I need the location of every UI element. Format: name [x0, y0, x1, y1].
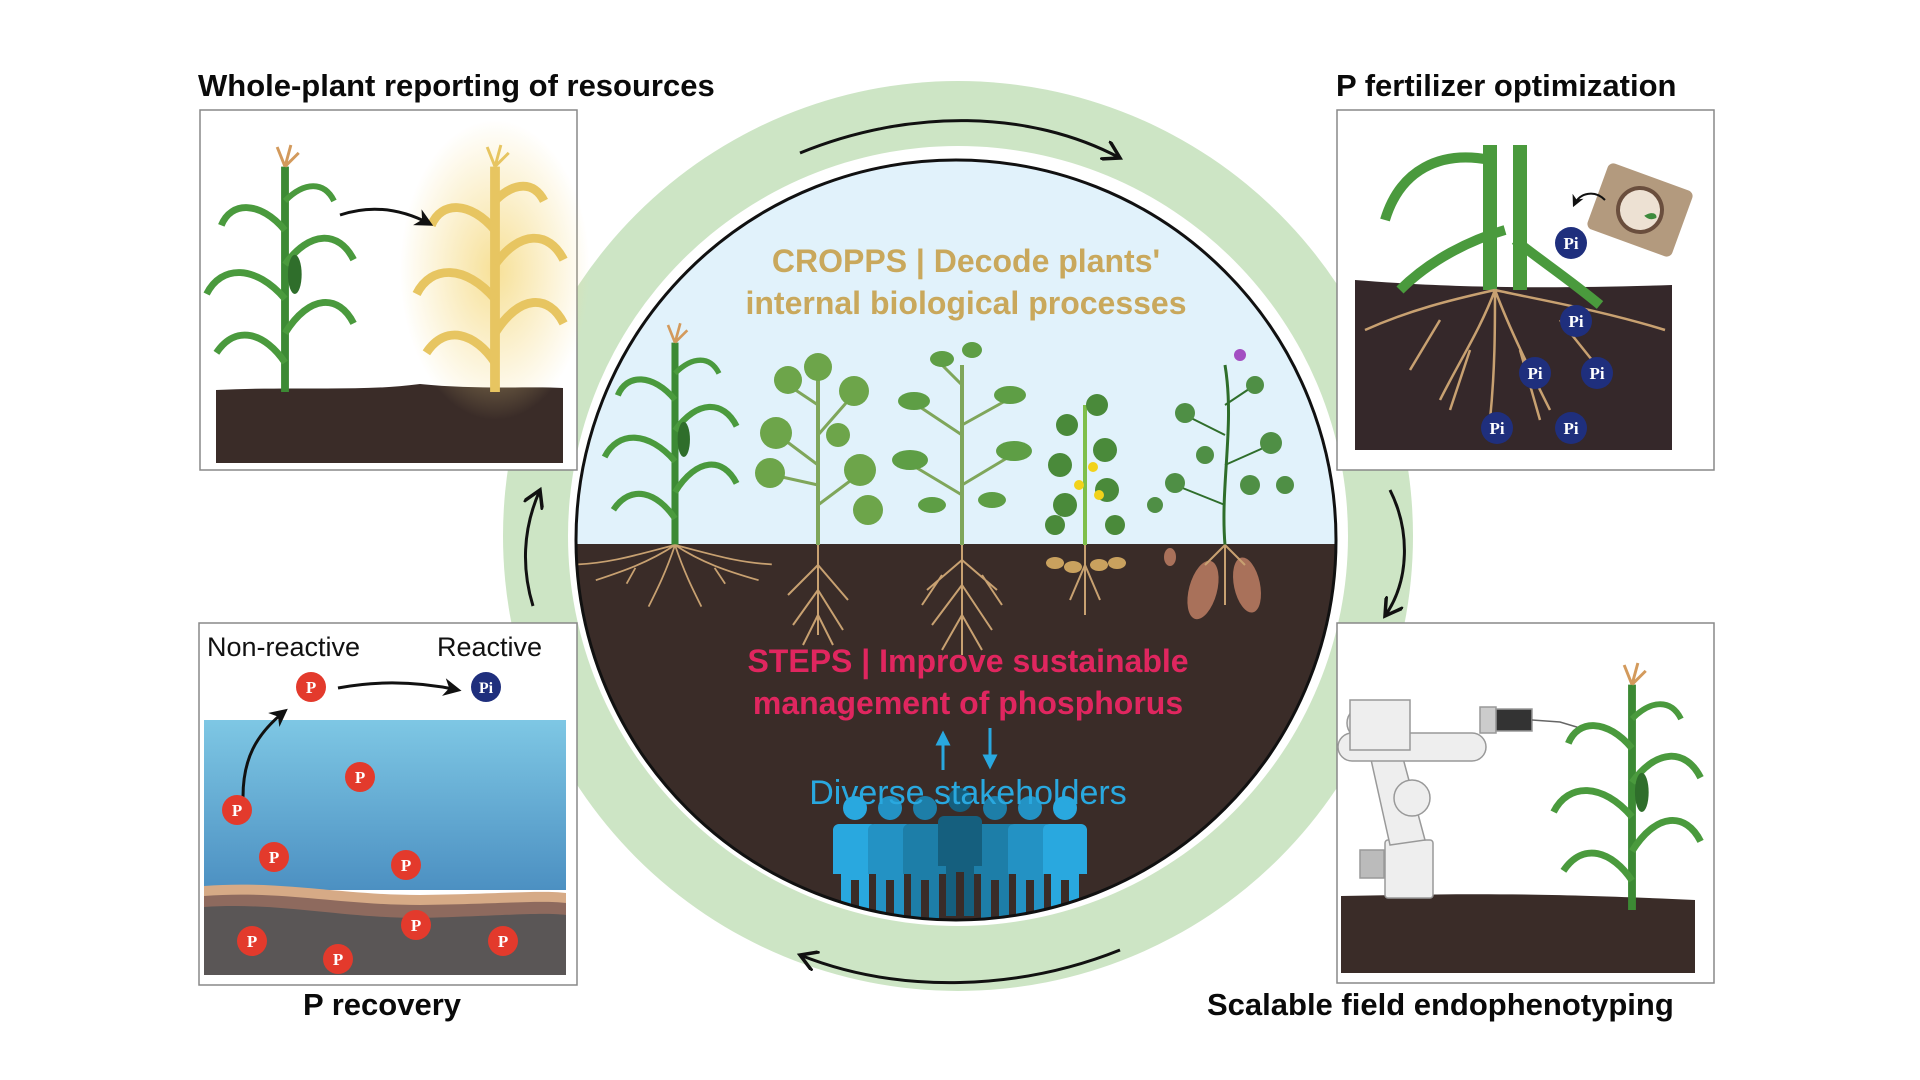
svg-text:P: P [232, 801, 242, 820]
maize-leaves-icon [1380, 152, 1604, 309]
water-icon [204, 720, 566, 890]
non-reactive-label: Non-reactive [207, 632, 360, 662]
svg-text:Pi: Pi [1563, 234, 1578, 253]
transition-arrow-icon [339, 207, 434, 226]
fertilizer-bag-icon [1587, 163, 1693, 257]
inner-circle-border [574, 158, 1338, 922]
panel-p-fertilizer: Pi Pi Pi Pi Pi Pi [1336, 109, 1715, 471]
panel-title-whole-plant: Whole-plant reporting of resources [198, 68, 715, 103]
steps-subtitle: management of phosphorus [753, 685, 1183, 721]
panel-title-endophenotyping: Scalable field endophenotyping [1207, 987, 1674, 1022]
crop-maize [578, 323, 772, 607]
steps-title: STEPS | Improve sustainable [747, 643, 1188, 679]
svg-text:P: P [498, 932, 508, 951]
svg-text:Pi: Pi [1527, 364, 1542, 383]
svg-text:P: P [247, 932, 257, 951]
sediment-bottom-icon [204, 906, 566, 975]
svg-text:Pi: Pi [1563, 419, 1578, 438]
panel-whole-plant [199, 109, 590, 471]
pour-arrow-icon [1572, 192, 1606, 208]
stakeholders-label: Diverse stakeholders [809, 774, 1126, 812]
svg-text:Pi: Pi [479, 680, 494, 697]
soil-icon [1355, 280, 1672, 450]
robot-arm-icon [1337, 699, 1581, 899]
svg-text:Pi: Pi [1568, 312, 1583, 331]
cycle-arrow-right-icon [1385, 489, 1406, 616]
crop-cotton [755, 353, 883, 646]
inner-circle-halo [572, 156, 1340, 924]
pi-badge: Pi [471, 672, 501, 702]
panel-title-p-recovery: P recovery [303, 987, 462, 1022]
soil-icon [1341, 894, 1695, 973]
svg-text:Pi: Pi [1489, 419, 1504, 438]
svg-text:P: P [401, 856, 411, 875]
svg-text:P: P [411, 916, 421, 935]
crop-peanut [1045, 394, 1126, 615]
cycle-arrow-left-icon [525, 490, 540, 607]
pi-badges: Pi Pi Pi Pi Pi Pi [1481, 227, 1613, 444]
maize-stalk-icon [1483, 145, 1527, 290]
svg-text:P: P [306, 678, 316, 697]
svg-text:P: P [269, 848, 279, 867]
cycle-arrow-top-icon [799, 119, 1120, 158]
cropps-subtitle: internal biological processes [745, 285, 1186, 321]
panel-endophenotyping [1336, 622, 1715, 984]
svg-text:P: P [355, 768, 365, 787]
panel-title-p-fertilizer: P fertilizer optimization [1336, 68, 1676, 103]
crop-tomato [892, 342, 1032, 655]
crop-sweet-potato [1147, 349, 1294, 620]
reporter-maize-plant-icon [412, 144, 568, 392]
svg-text:Pi: Pi [1589, 364, 1604, 383]
reactive-label: Reactive [437, 632, 542, 662]
conversion-arrow-icon [337, 678, 462, 696]
cycle-arrow-bottom-icon [800, 948, 1121, 985]
panel-p-recovery: Non-reactive Reactive Pi P P P P P P P P… [198, 622, 578, 986]
svg-text:P: P [333, 950, 343, 969]
cropps-title: CROPPS | Decode plants' [772, 243, 1160, 279]
release-arrow-icon [241, 708, 288, 798]
p-badges: P P P P P P P P P [222, 672, 518, 974]
